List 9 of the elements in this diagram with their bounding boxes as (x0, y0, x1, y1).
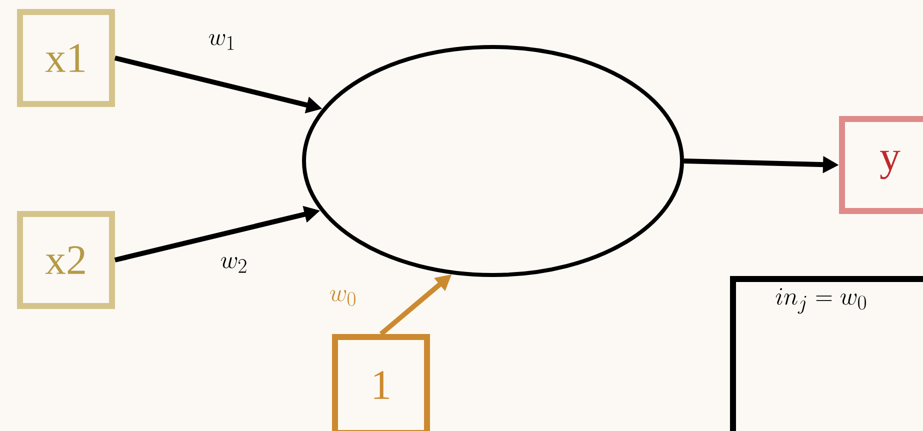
edge-label: $w_2$ (220, 257, 246, 273)
input-box: y (839, 116, 923, 214)
neuron-ellipse (302, 45, 684, 277)
formula-box: $in_j = w_0$ (730, 276, 923, 431)
edge-label: $w_0$ (330, 290, 356, 306)
input-box: x2 (17, 211, 115, 309)
input-box: x1 (17, 9, 115, 107)
edge-label: $w_1$ (208, 34, 234, 50)
input-box: 1 (332, 334, 430, 431)
